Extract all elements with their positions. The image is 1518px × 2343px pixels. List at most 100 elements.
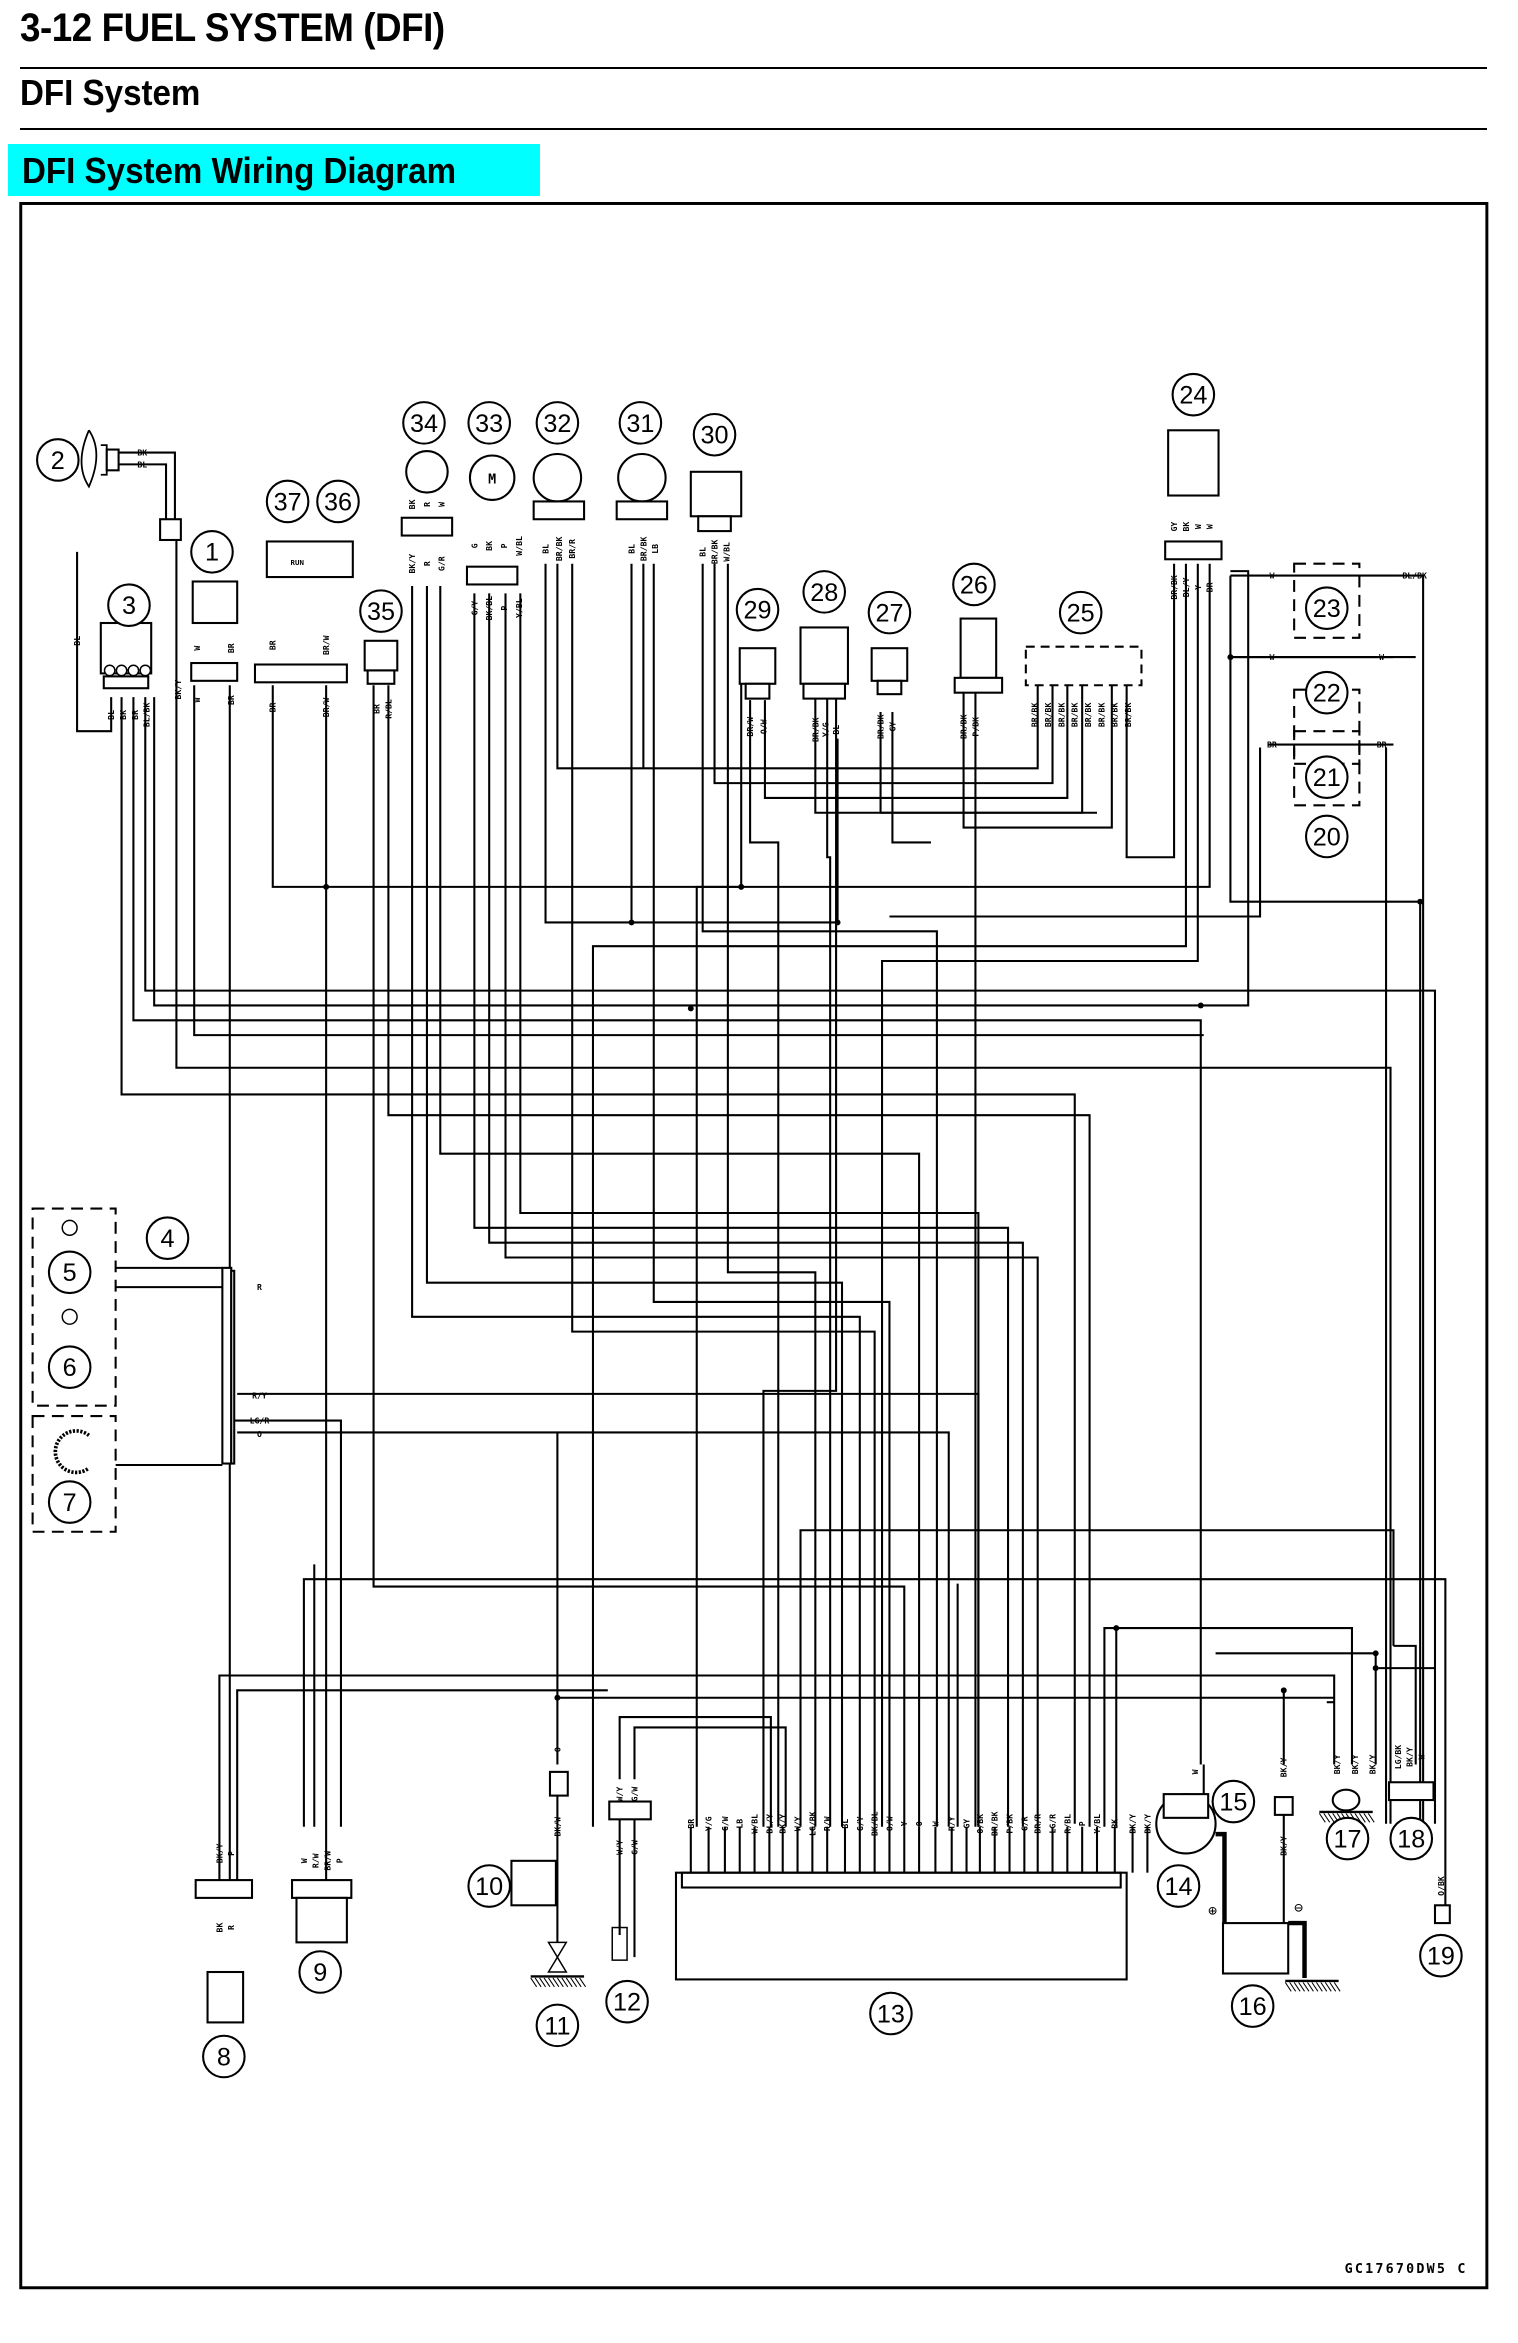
- wire: [132, 697, 1202, 1765]
- ground-hatch: [1318, 1813, 1326, 1823]
- callout-circle-15: [1211, 1779, 1256, 1824]
- wire: [556, 563, 1039, 770]
- callout-number-18: 18: [1397, 1825, 1425, 1853]
- coil-12-icon: [611, 1926, 628, 1961]
- component-8: [206, 1970, 245, 2024]
- wire: [193, 685, 1204, 1037]
- ground-hatch: [1329, 1982, 1337, 1992]
- wire-color-label: BL/BK: [1402, 571, 1427, 581]
- callout-number-22: 22: [1313, 680, 1341, 708]
- fuse-box-23: [1293, 562, 1361, 639]
- wire-color-label: BR/W: [321, 635, 331, 655]
- callout-number-25: 25: [1067, 600, 1095, 628]
- junction-dot: [1197, 1002, 1204, 1009]
- ground-hatch: [1284, 1982, 1292, 1992]
- component-24: [1167, 429, 1220, 497]
- wire-color-label: G/Y: [469, 601, 479, 616]
- battery-positive-cable: [1215, 1831, 1227, 1924]
- callout-circle-20: [1304, 814, 1349, 859]
- wire-color-label: G/W: [720, 1816, 730, 1831]
- callout-circle-28: [802, 570, 847, 614]
- motor-symbol: M: [488, 473, 496, 488]
- callout-number-13: 13: [877, 2000, 905, 2028]
- wire-color-label: O/BK: [1436, 1876, 1446, 1896]
- wire: [1103, 1627, 1354, 1827]
- callout-circle-31: [618, 401, 663, 445]
- wire: [1125, 563, 1176, 859]
- callout-circle-19: [1419, 1933, 1463, 1978]
- wire-color-label: P/BK: [970, 717, 980, 737]
- junction-dot: [323, 883, 330, 890]
- callout-circle-24: [1171, 372, 1216, 417]
- wire-color-label: BL: [106, 710, 116, 720]
- wire-color-label: GY: [1169, 522, 1179, 532]
- callout-number-14: 14: [1165, 1873, 1193, 1901]
- wire: [881, 563, 1199, 1827]
- wire-color-label: BK/Y: [1128, 1814, 1138, 1834]
- figure-code: GC17670DW5 C: [1345, 2262, 1468, 2277]
- callout-number-8: 8: [217, 2043, 231, 2071]
- callout-number-7: 7: [63, 1489, 77, 1517]
- wire-color-label: BR/BK: [959, 714, 969, 739]
- wire-color-label: O: [914, 1821, 924, 1826]
- component-29: [738, 647, 777, 685]
- relay-15: [1162, 1793, 1210, 1819]
- callout-number-27: 27: [875, 600, 903, 628]
- component-35-connector: [366, 669, 396, 685]
- relay-pin: [127, 664, 140, 677]
- component-1-connector: [190, 661, 239, 682]
- wire-color-label: Y/BL: [514, 598, 524, 618]
- ground-hatch: [1293, 1982, 1301, 1992]
- wire: [439, 585, 921, 1827]
- component-12-connector: [608, 1800, 652, 1821]
- connector-arrows-icon: [547, 1941, 568, 1973]
- callout-number-28: 28: [810, 579, 838, 607]
- wire-color-label: O: [552, 1747, 562, 1752]
- wire: [218, 1674, 1336, 1881]
- callout-circle-9: [298, 1950, 342, 1994]
- wire-color-label: W/BL: [750, 1814, 760, 1834]
- wire: [544, 563, 839, 924]
- wire: [749, 700, 780, 1827]
- wire-color-label: BR: [1267, 740, 1277, 750]
- wire: [591, 563, 1187, 1827]
- wire: [425, 585, 844, 1827]
- wire: [229, 1419, 342, 1827]
- component-30: [689, 470, 743, 518]
- wire-color-label: W: [1269, 571, 1274, 581]
- wire-color-label: BR/BK: [1169, 575, 1179, 600]
- wire: [387, 685, 1091, 1827]
- wire-harness: [76, 451, 1447, 1958]
- callout-number-6: 6: [63, 1354, 77, 1382]
- wire-color-label: BR/BK: [876, 714, 886, 739]
- component-1: [191, 580, 239, 625]
- switch-connector: [253, 663, 348, 684]
- wire: [701, 563, 938, 1827]
- ground-hatch: [534, 1977, 542, 1988]
- wire-color-label: BR/BK: [709, 540, 719, 565]
- wire-color-label: BR: [372, 704, 382, 714]
- wire-color-label: BR/BK: [810, 717, 820, 742]
- wire-color-label: BK/Y: [407, 554, 417, 574]
- wire: [237, 1431, 950, 1827]
- wire: [695, 563, 1211, 1827]
- wire: [236, 1689, 608, 1881]
- wire-color-label: BR/BK: [1123, 703, 1133, 728]
- callout-circle-27: [867, 590, 912, 635]
- wire-color-label: Y/BL: [1092, 1814, 1102, 1834]
- wire-color-label: W: [437, 502, 447, 507]
- wire-color-label: Y: [1193, 585, 1203, 590]
- wire-color-label: R/BL: [383, 699, 393, 719]
- callout-circle-13: [869, 1991, 913, 2036]
- wire-color-label: BL: [540, 544, 550, 554]
- wire: [889, 747, 1262, 918]
- ground-hatch: [1333, 1982, 1341, 1992]
- wire: [618, 1715, 772, 1827]
- meter-4-edge: [230, 1269, 236, 1465]
- wire-color-label: W: [1269, 652, 1274, 662]
- wire-color-label: R/BL: [1062, 1814, 1072, 1834]
- wire: [763, 685, 1069, 799]
- ground-hatch: [552, 1977, 560, 1988]
- callout-circle-7: [47, 1480, 92, 1524]
